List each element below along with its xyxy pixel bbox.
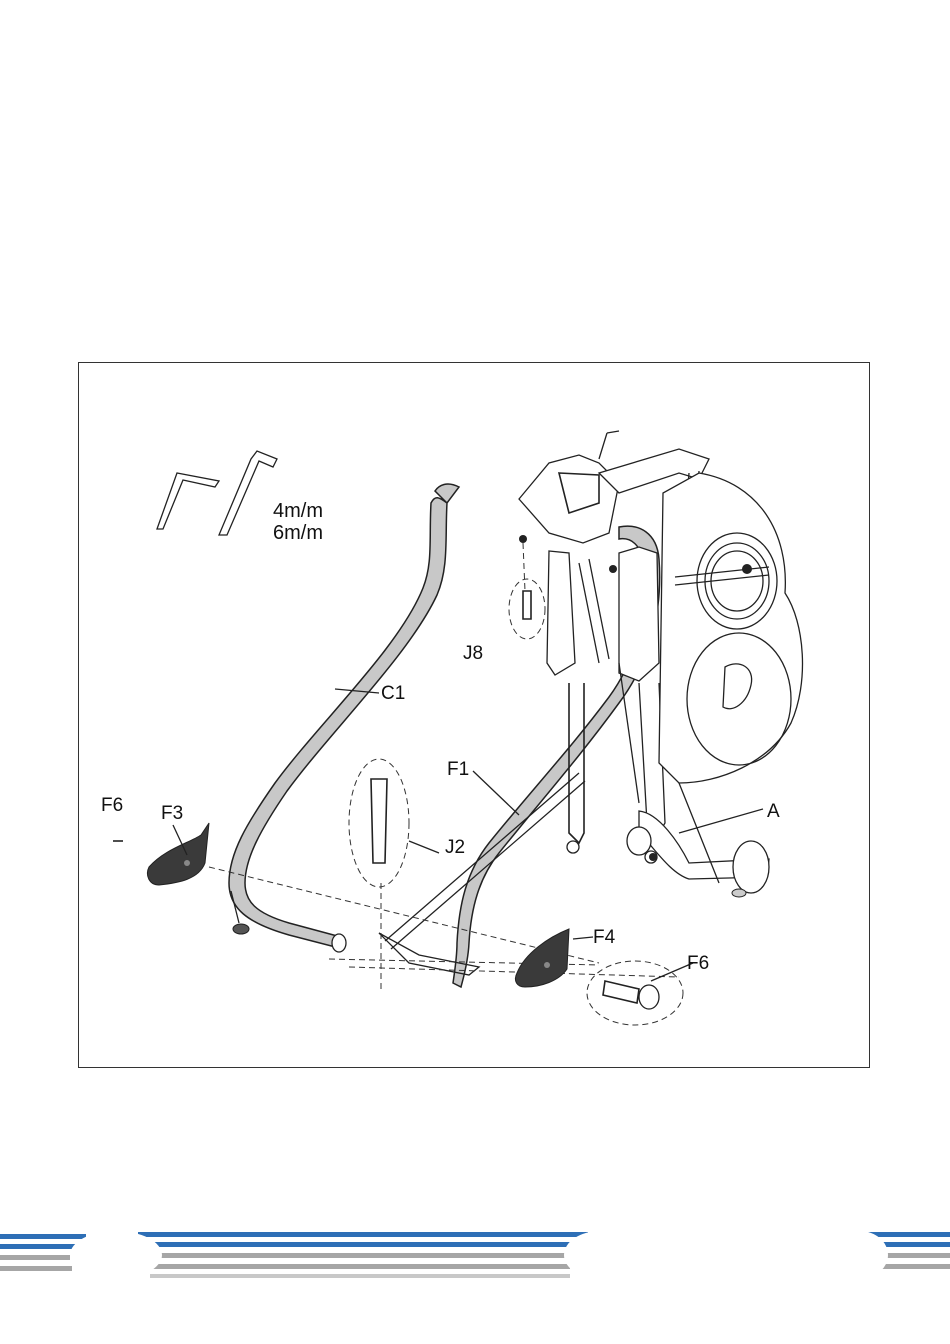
label-c1: C1 — [381, 683, 405, 704]
allen-key-6mm — [219, 451, 277, 535]
leader-f1 — [473, 771, 519, 815]
stripe-blue-mid-2 — [150, 1242, 580, 1247]
stripe-blue-right — [866, 1232, 950, 1237]
stripe-gray-mid — [160, 1253, 570, 1258]
bolt-f6-right — [603, 981, 659, 1009]
bolt-j2 — [371, 779, 387, 863]
cover-f4 — [515, 929, 569, 987]
label-j8: J8 — [463, 643, 483, 664]
stripe-gray-mid-2 — [150, 1264, 570, 1269]
callout-j8 — [509, 579, 545, 639]
footer-oval-right — [832, 1231, 888, 1279]
callout-f6 — [587, 961, 683, 1025]
handlebar-c1 — [229, 484, 459, 952]
label-f4: F4 — [593, 927, 616, 948]
tool-size-4mm: 4m/m — [273, 500, 323, 522]
footer-oval-mid — [564, 1231, 636, 1279]
leader-f4 — [573, 937, 593, 939]
label-f1: F1 — [447, 759, 469, 780]
label-f6-left: F6 — [101, 795, 123, 816]
label-f6-right: F6 — [687, 953, 709, 974]
stripe-gray-right-2 — [878, 1264, 950, 1269]
footer-oval-left — [70, 1231, 162, 1279]
stripe-gray-mid-3 — [150, 1274, 570, 1278]
stripe-gray-left-2 — [0, 1266, 72, 1271]
stripe-blue-left-2 — [0, 1244, 78, 1249]
figure-frame: .ln { stroke: #222; stroke-width: 1.3; f… — [78, 362, 870, 1068]
leader-j2 — [409, 841, 439, 853]
bolt-j8 — [523, 591, 531, 619]
label-j2: J2 — [445, 837, 465, 858]
cover-f3 — [147, 823, 209, 885]
assembly-diagram: .ln { stroke: #222; stroke-width: 1.3; f… — [79, 363, 871, 1069]
footer-stripe-band — [0, 1228, 950, 1282]
stripe-gray-right — [882, 1253, 950, 1258]
label-a: A — [767, 801, 780, 822]
stripe-blue-mid — [138, 1232, 588, 1237]
tool-size-6mm: 6m/m — [273, 522, 323, 544]
allen-key-4mm — [157, 473, 219, 529]
leader-a — [679, 809, 763, 833]
leader-j8 — [523, 543, 525, 591]
flywheel-housing — [659, 473, 802, 783]
label-f3: F3 — [161, 803, 183, 824]
stripe-blue-left — [0, 1234, 86, 1239]
stripe-gray-left — [0, 1255, 70, 1260]
stripe-blue-right-2 — [876, 1242, 950, 1247]
